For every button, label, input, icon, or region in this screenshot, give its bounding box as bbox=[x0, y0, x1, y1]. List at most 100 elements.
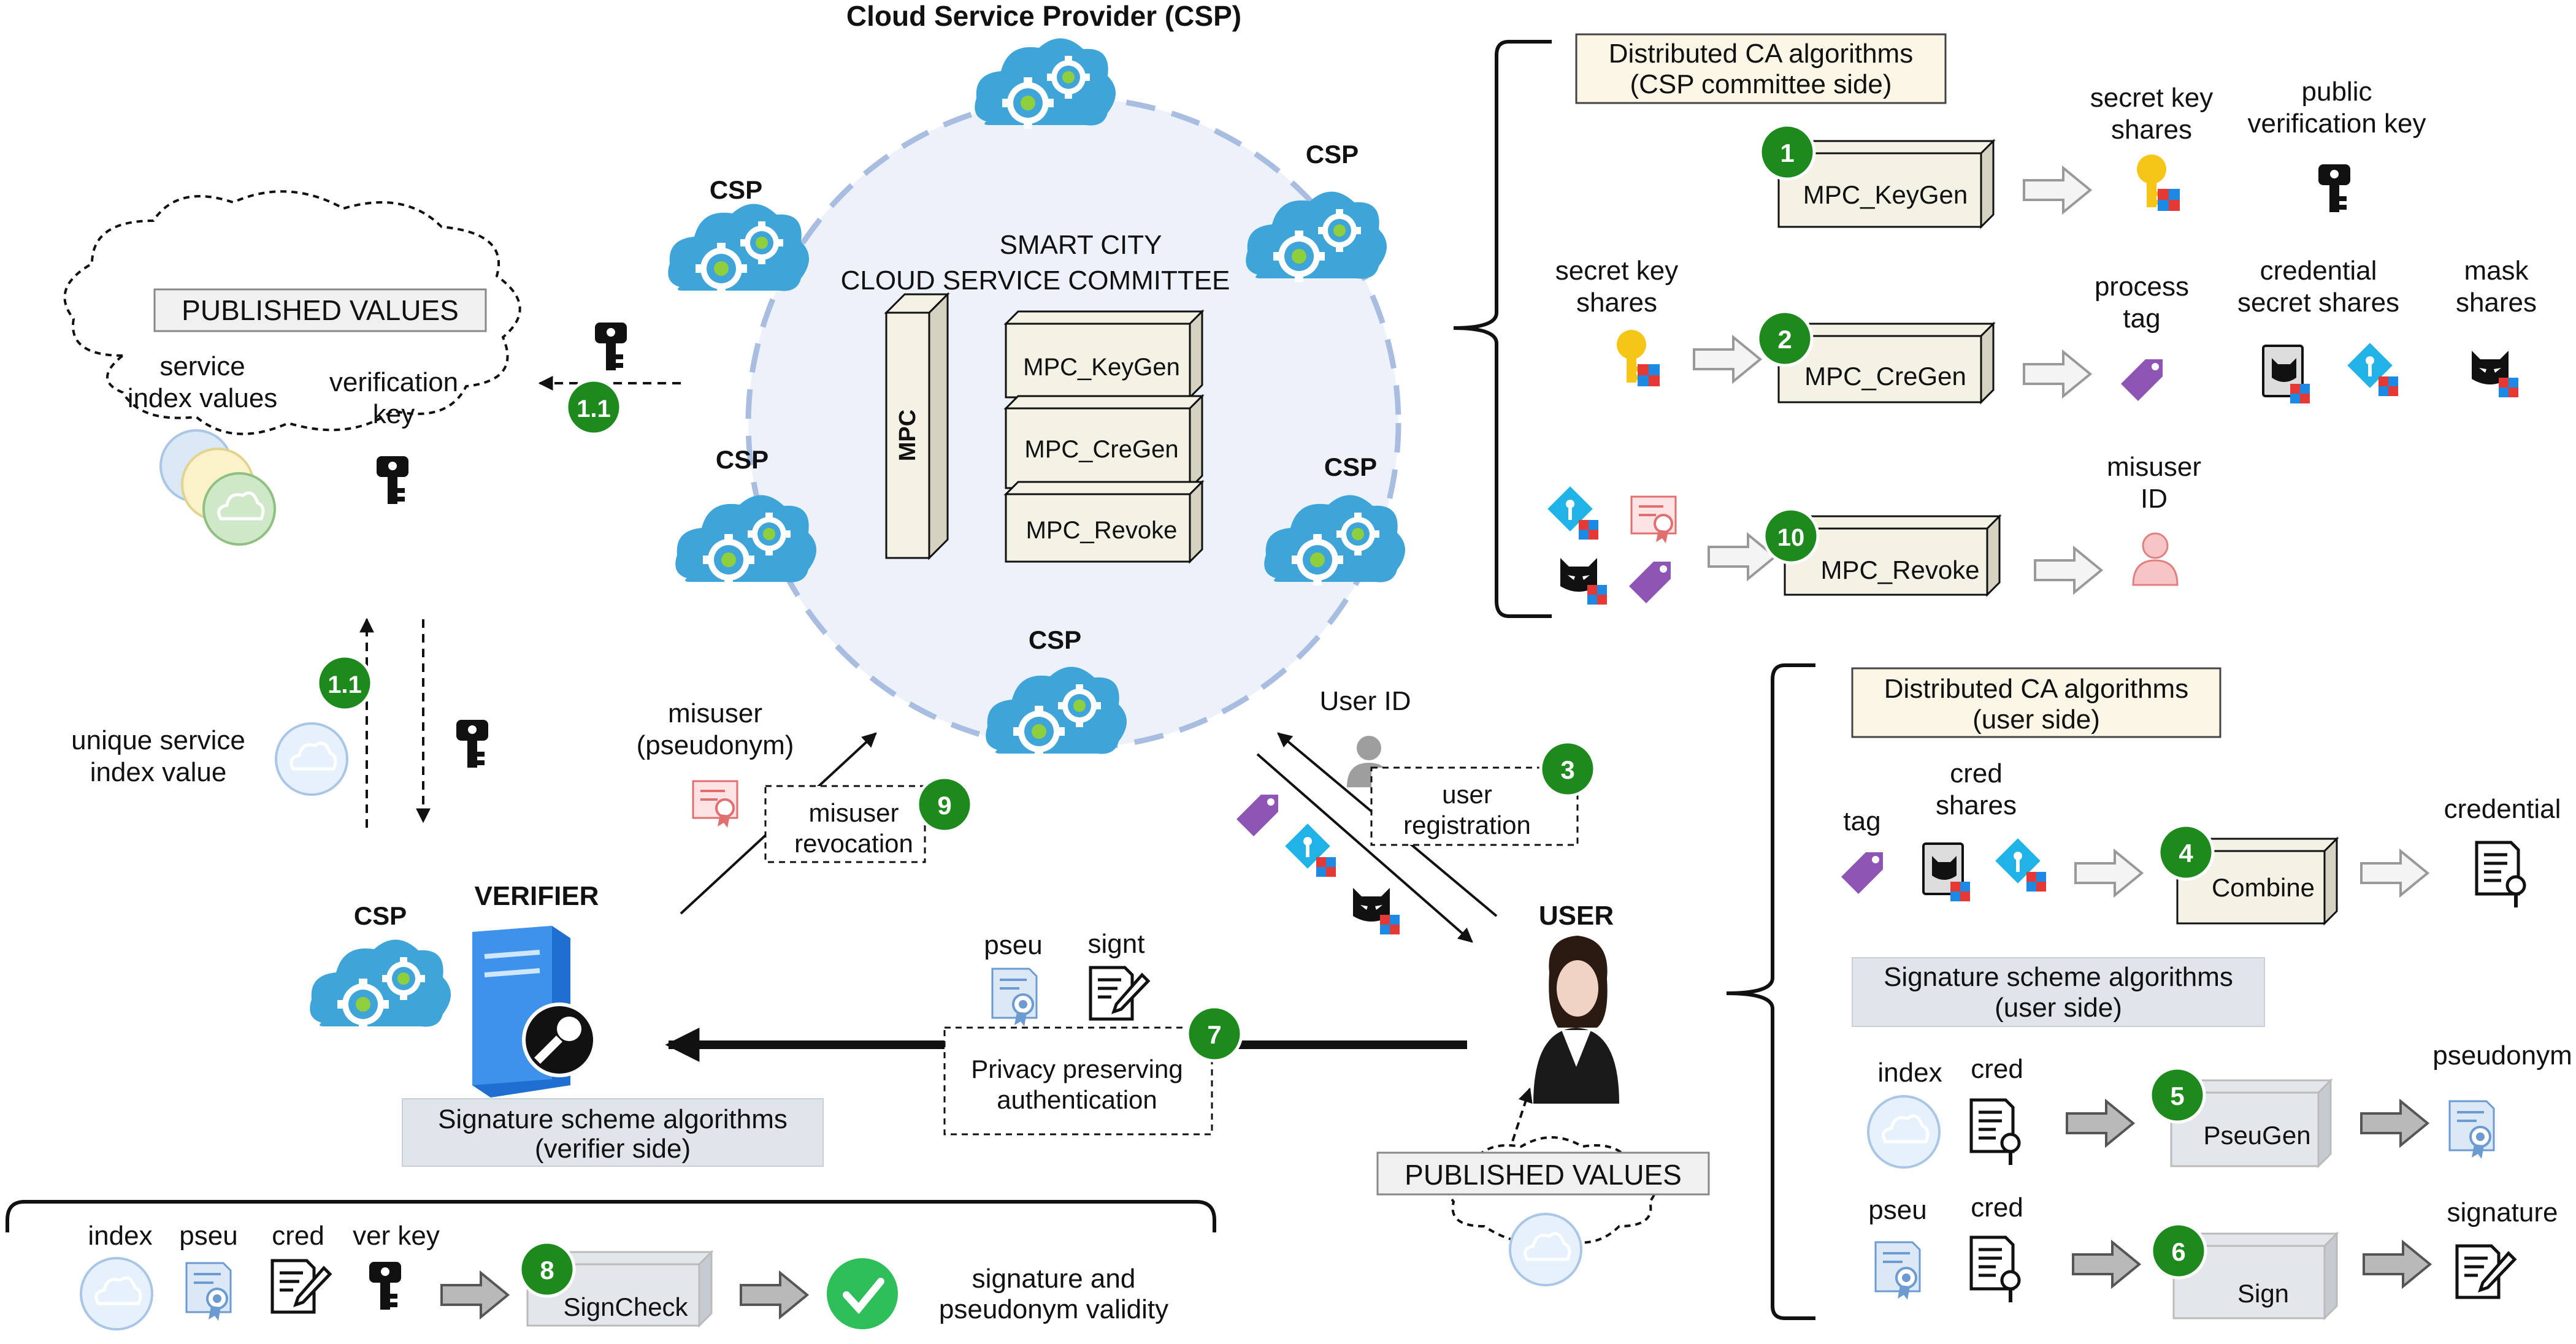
mpc-label: MPC bbox=[895, 410, 921, 461]
r5-index-label: index bbox=[1877, 1058, 1942, 1088]
ca-r3-out-icon bbox=[2132, 532, 2179, 586]
ca-r3-in-cert bbox=[1630, 495, 1677, 544]
verifier-alg-box bbox=[402, 1098, 824, 1167]
svg-text:9: 9 bbox=[937, 791, 951, 820]
reg-mask-icon bbox=[1353, 888, 1400, 934]
svg-text:6: 6 bbox=[2171, 1237, 2185, 1266]
signcheck-label: SignCheck bbox=[563, 1292, 688, 1321]
r5-index-icon bbox=[1868, 1096, 1939, 1167]
ca-cregen-label: MPC_CreGen bbox=[1804, 362, 1966, 391]
user-id-label: User ID bbox=[1319, 686, 1411, 716]
mpc-alg-3-label: MPC_Revoke bbox=[1026, 517, 1178, 544]
r5-cred-icon bbox=[1971, 1100, 2019, 1165]
signature-icon bbox=[2457, 1246, 2515, 1297]
service-index-icons bbox=[159, 429, 276, 546]
mpc-alg-2-label: MPC_CreGen bbox=[1024, 436, 1178, 463]
pseugen-label: PseuGen bbox=[2203, 1121, 2310, 1150]
csp-label-4: CSP bbox=[1324, 452, 1377, 481]
verifier-title: VERIFIER bbox=[475, 881, 599, 911]
va-verkey-label: ver key bbox=[353, 1221, 440, 1251]
csp-cloud-left-top bbox=[668, 204, 809, 294]
sign-box: Sign bbox=[2171, 1231, 2339, 1321]
csp-cloud-left-bottom bbox=[675, 495, 816, 586]
va-cred-icon bbox=[272, 1261, 330, 1312]
user-title: USER bbox=[1539, 901, 1614, 931]
va-cred-label: cred bbox=[272, 1221, 324, 1251]
va-verkey-icon bbox=[369, 1262, 401, 1310]
va-index-icon bbox=[81, 1258, 152, 1329]
user-side-bracket bbox=[1726, 663, 1815, 1320]
r5-cred-label: cred bbox=[1971, 1054, 2023, 1084]
ca-csp-title-box bbox=[1575, 33, 1947, 104]
user-published-title: PUBLISHED VALUES bbox=[1405, 1159, 1682, 1191]
auth-pseu-label: pseu bbox=[984, 930, 1042, 960]
svg-text:4: 4 bbox=[2179, 839, 2193, 868]
auth-signt-label: signt bbox=[1088, 929, 1145, 959]
ca-cregen-box: MPC_CreGen bbox=[1776, 321, 1996, 405]
svg-text:1.1: 1.1 bbox=[328, 671, 362, 698]
ca-r3-arrow-out bbox=[2034, 547, 2103, 594]
step-badge-4: 4 bbox=[2157, 823, 2215, 881]
r6-pseu-label: pseu bbox=[1868, 1195, 1926, 1225]
svg-text:3: 3 bbox=[1560, 755, 1574, 784]
ca-r3-in-tag bbox=[1629, 562, 1671, 603]
auth-pseu-icon bbox=[991, 968, 1038, 1028]
va-arrow-out bbox=[740, 1272, 808, 1318]
publish-key-icon bbox=[595, 323, 627, 370]
pseudonym-label: pseudonym bbox=[2432, 1040, 2572, 1071]
ca-user-arrow-out bbox=[2360, 850, 2429, 896]
ca-r3-in-mask bbox=[1560, 558, 1607, 605]
misuser-cert-icon bbox=[692, 780, 738, 829]
step-badge-6: 6 bbox=[2150, 1222, 2207, 1280]
arrow-committee-to-user bbox=[1256, 753, 1473, 943]
mpc-alg-1-label: MPC_KeyGen bbox=[1023, 354, 1180, 381]
verifier-bracket bbox=[6, 1200, 1216, 1232]
sig-user-title: Signature scheme algorithms(user side) bbox=[1884, 962, 2233, 1023]
r6-cred-icon bbox=[1971, 1237, 2019, 1302]
ca-r2-arrow-in bbox=[1693, 336, 1761, 383]
ca-user-title: Distributed CA algorithms(user side) bbox=[1884, 674, 2188, 735]
step-badge-7: 7 bbox=[1186, 1005, 1243, 1063]
user-published-icon bbox=[1510, 1214, 1581, 1285]
svg-text:5: 5 bbox=[2170, 1082, 2184, 1110]
check-icon bbox=[827, 1258, 898, 1329]
credential-icon bbox=[2477, 842, 2524, 907]
step-badge-8: 8 bbox=[518, 1240, 576, 1298]
signature-label: signature bbox=[2447, 1197, 2558, 1228]
user-avatar bbox=[1533, 936, 1619, 1104]
ca-revoke-label: MPC_Revoke bbox=[1820, 556, 1979, 584]
step-badge-1: 1 bbox=[1758, 123, 1816, 181]
csp-title: Cloud Service Provider (CSP) bbox=[846, 0, 1241, 32]
reg-tag-icon bbox=[1236, 795, 1278, 836]
revocation-box bbox=[764, 785, 926, 863]
auth-box bbox=[943, 1026, 1213, 1136]
registration-box bbox=[1370, 766, 1579, 846]
svg-text:1.1: 1.1 bbox=[577, 395, 611, 422]
mpc-alg-3: MPC_Revoke bbox=[1003, 479, 1205, 564]
verification-key-icon bbox=[377, 456, 408, 504]
published-title-box bbox=[153, 288, 487, 332]
ca-user-credshares-b bbox=[1995, 838, 2046, 892]
arrow-published-to-user bbox=[1508, 1087, 1533, 1153]
ca-r2-in-icon bbox=[1617, 330, 1660, 386]
csp-label-1: CSP bbox=[710, 175, 762, 204]
svg-text:1: 1 bbox=[1780, 139, 1794, 167]
svg-text:2: 2 bbox=[1777, 325, 1792, 354]
step-badge-9: 9 bbox=[916, 776, 973, 833]
sign-label: Sign bbox=[2237, 1279, 2289, 1308]
r5-arrow-in bbox=[2066, 1100, 2134, 1147]
step-badge-10: 10 bbox=[1762, 507, 1820, 565]
r6-pseu-icon bbox=[1874, 1241, 1921, 1301]
va-pseu-label: pseu bbox=[179, 1221, 237, 1251]
pseudonym-icon bbox=[2448, 1100, 2495, 1160]
